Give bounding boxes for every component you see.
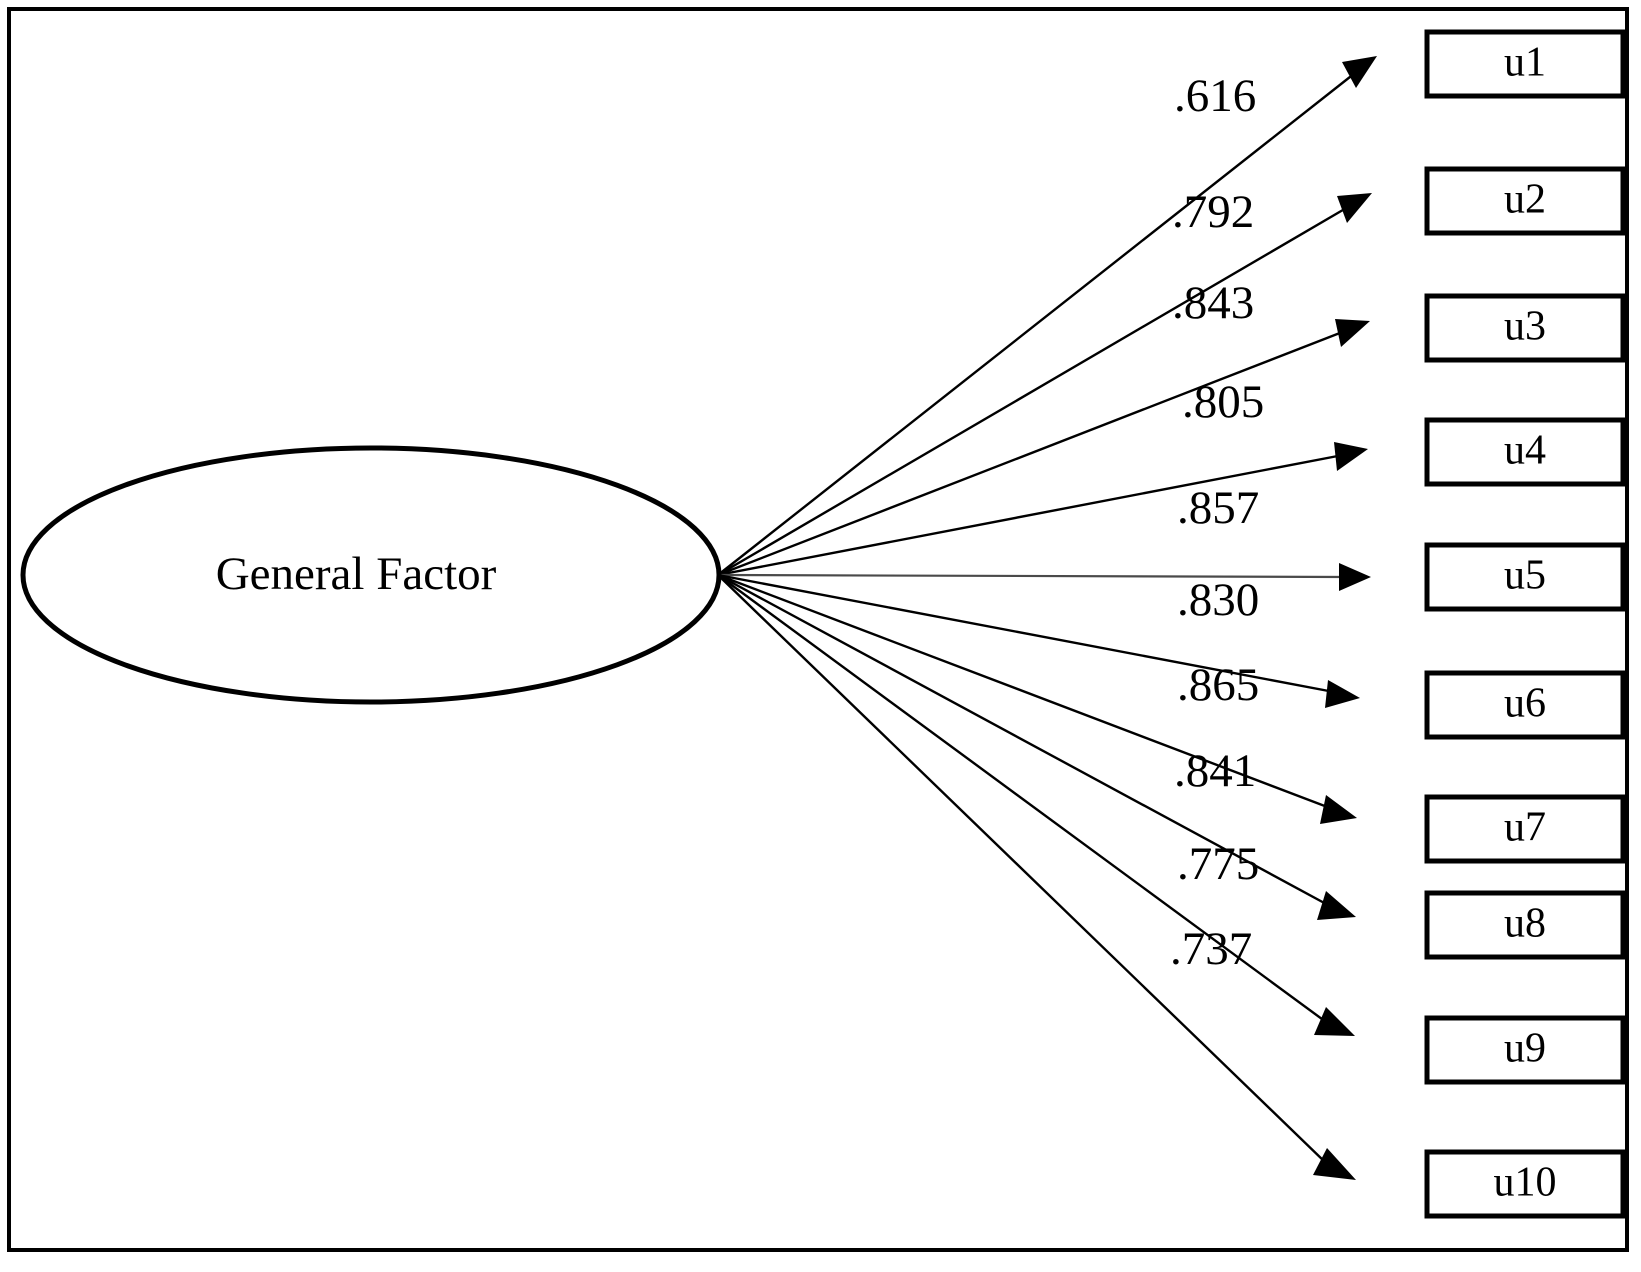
indicator-box	[1424, 29, 1626, 99]
indicator-label: u4	[1504, 428, 1546, 474]
loading-label-u6: .830	[1177, 574, 1259, 626]
indicator-label: u7	[1504, 805, 1546, 851]
indicator-node-u7[interactable]: u7	[1424, 794, 1626, 864]
indicator-node-u9[interactable]: u9	[1424, 1015, 1626, 1085]
loading-label-u1: .616	[1174, 70, 1256, 122]
indicator-node-u6[interactable]: u6	[1424, 670, 1626, 740]
indicator-boxes-group: u1 u2 u3 u4 u5 u6	[1424, 29, 1626, 1219]
path-arrow-u6	[717, 573, 1360, 708]
indicator-box	[1424, 293, 1626, 363]
loading-label-u7: .865	[1177, 659, 1259, 711]
indicator-node-u3[interactable]: u3	[1424, 293, 1626, 363]
path-arrow-u8	[717, 573, 1356, 920]
loading-label-u3: .843	[1172, 277, 1254, 329]
arrowhead-u3	[1335, 319, 1370, 347]
indicator-box	[1424, 890, 1626, 960]
factor-ellipse	[20, 445, 722, 705]
indicator-node-u1[interactable]: u1	[1424, 29, 1626, 99]
loading-label-u8: .841	[1174, 745, 1256, 797]
loading-label-u9: .775	[1177, 838, 1259, 890]
indicator-label: u2	[1504, 177, 1546, 223]
path-arrow-u9	[717, 574, 1355, 1036]
arrowhead-u1	[1342, 56, 1377, 88]
loading-labels-group: .616 .792 .843 .805 .857 .830 .865 .841 …	[1170, 70, 1264, 975]
indicator-box	[1424, 670, 1626, 740]
indicator-box	[1424, 542, 1626, 612]
arrowhead-u7	[1320, 795, 1357, 824]
loading-label-u10: .737	[1170, 923, 1252, 975]
indicator-box	[1424, 1015, 1626, 1085]
arrowhead-u4	[1334, 442, 1368, 471]
indicator-label: u3	[1504, 304, 1546, 350]
arrowhead-u5	[1339, 563, 1371, 591]
arrowhead-u6	[1325, 680, 1360, 708]
indicator-box	[1424, 1149, 1626, 1219]
path-arrow-u2	[717, 193, 1372, 577]
path-arrow-u1	[717, 56, 1377, 576]
path-arrow-u4	[717, 442, 1368, 577]
indicator-label: u10	[1494, 1160, 1557, 1206]
arrowhead-u10	[1313, 1148, 1356, 1180]
loading-label-u2: .792	[1172, 186, 1254, 238]
indicator-node-u4[interactable]: u4	[1424, 417, 1626, 487]
arrowhead-u9	[1314, 1007, 1355, 1036]
factor-label: General Factor	[216, 548, 497, 600]
indicator-label: u9	[1504, 1026, 1546, 1072]
indicator-node-u5[interactable]: u5	[1424, 542, 1626, 612]
arrowhead-u8	[1317, 891, 1356, 920]
indicator-node-u8[interactable]: u8	[1424, 890, 1626, 960]
indicator-node-u10[interactable]: u10	[1424, 1149, 1626, 1219]
loading-label-u4: .805	[1182, 376, 1264, 428]
indicator-label: u8	[1504, 901, 1546, 947]
path-arrow-u10	[717, 574, 1356, 1180]
indicator-box	[1424, 417, 1626, 487]
path-arrow-u7	[717, 573, 1357, 824]
loading-label-u5: .857	[1177, 482, 1259, 534]
latent-factor-node[interactable]: General Factor	[20, 445, 722, 705]
path-arrow-u5	[717, 563, 1371, 591]
indicator-label: u5	[1504, 553, 1546, 599]
arrowhead-u2	[1337, 193, 1372, 223]
path-arrows-group	[717, 56, 1377, 1180]
indicator-node-u2[interactable]: u2	[1424, 166, 1626, 236]
indicator-label: u6	[1504, 681, 1546, 727]
indicator-label: u1	[1504, 40, 1546, 86]
path-arrow-u3	[717, 319, 1370, 577]
indicator-box	[1424, 794, 1626, 864]
diagram-border-frame	[7, 7, 1629, 1252]
indicator-box	[1424, 166, 1626, 236]
